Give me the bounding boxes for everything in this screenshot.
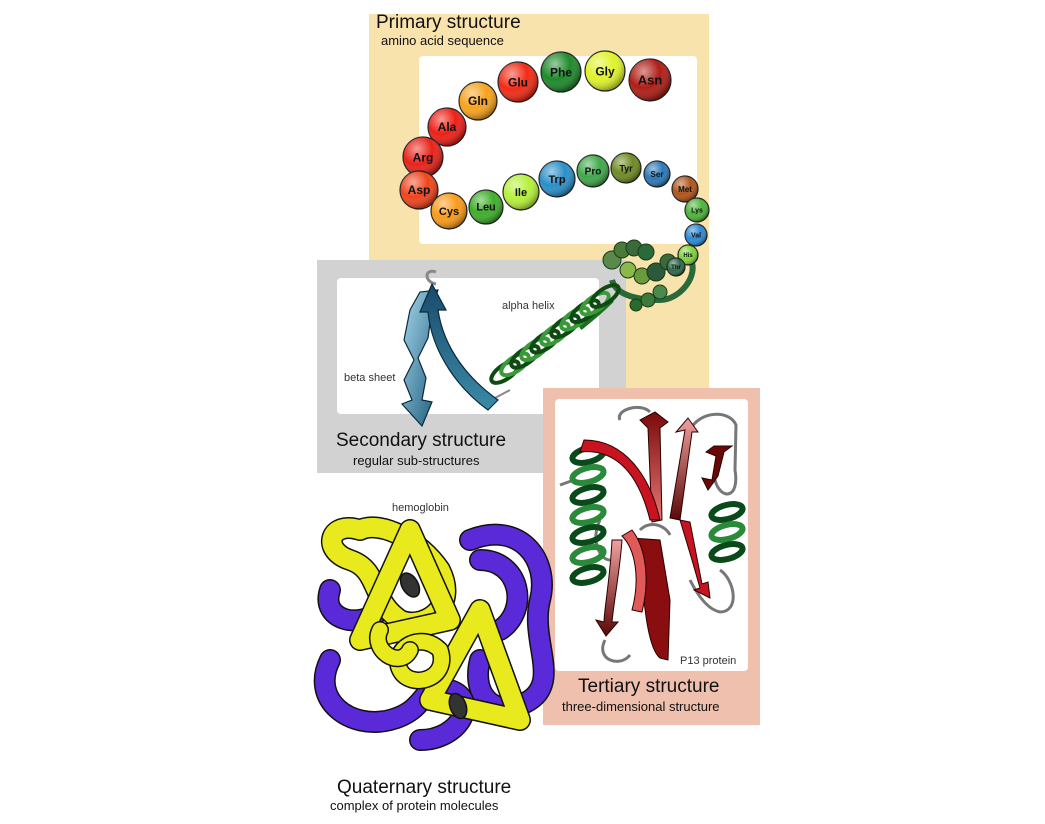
- helix-turn: [589, 283, 621, 309]
- tertiary-helix-turn: [708, 501, 746, 523]
- tertiary-helix-turn: [708, 521, 746, 543]
- tertiary-helix-turn: [569, 524, 607, 546]
- residue-label: Asn: [638, 73, 663, 88]
- secondary-title: Secondary structure: [336, 430, 507, 451]
- residue-label: Phe: [550, 65, 572, 79]
- unfolding-chain-beads: [602, 239, 677, 312]
- residue-glu: Glu: [497, 61, 539, 103]
- residue-label: Ser: [651, 170, 664, 179]
- tertiary-helix-turn: [569, 464, 607, 486]
- primary-title: Primary structure: [376, 12, 521, 33]
- quaternary-subtitle: complex of protein molecules: [330, 798, 499, 813]
- hemoglobin-label: hemoglobin: [392, 502, 449, 514]
- residue-gln: Gln: [458, 81, 498, 121]
- residue-label: Pro: [585, 167, 602, 178]
- secondary-subtitle: regular sub-structures: [353, 453, 480, 468]
- beta-sheet: [400, 269, 499, 428]
- residue-label: Val: [691, 232, 701, 239]
- residue-label: His: [683, 253, 693, 259]
- residue-label: Arg: [413, 150, 434, 164]
- residue-his: His: [677, 244, 699, 266]
- residue-leu: Leu: [468, 189, 504, 225]
- residue-thr: Thr: [666, 257, 686, 277]
- residue-phe: Phe: [540, 51, 582, 93]
- residue-label: Lys: [691, 208, 703, 215]
- residue-trp: Trp: [538, 160, 576, 198]
- residue-label: Ile: [515, 187, 527, 199]
- residue-gly: Gly: [584, 50, 626, 92]
- quaternary-title: Quaternary structure: [337, 777, 511, 798]
- tertiary-helix-turn: [708, 541, 746, 563]
- alpha-helix: [489, 283, 621, 399]
- alpha-helix-label: alpha helix: [502, 300, 555, 312]
- p13-protein-label: P13 protein: [680, 655, 736, 667]
- residue-val: Val: [684, 223, 708, 247]
- residue-label: Met: [678, 185, 692, 194]
- residue-cys: Cys: [430, 192, 468, 230]
- residue-met: Met: [671, 175, 699, 203]
- residue-label: Gln: [468, 94, 488, 108]
- residue-label: Ala: [438, 120, 457, 134]
- residue-asn: Asn: [628, 58, 672, 102]
- beta-sheet-label: beta sheet: [344, 372, 395, 384]
- primary-subtitle: amino acid sequence: [381, 33, 504, 48]
- residue-label: Cys: [439, 206, 459, 218]
- residue-label: Glu: [508, 75, 528, 89]
- residue-ser: Ser: [643, 160, 671, 188]
- residue-lys: Lys: [684, 197, 710, 223]
- tertiary-subtitle: three-dimensional structure: [562, 699, 720, 714]
- residue-label: Trp: [548, 174, 565, 186]
- tertiary-helix-turn: [569, 504, 607, 526]
- tertiary-helix-turn: [569, 484, 607, 506]
- residue-label: Leu: [476, 202, 496, 214]
- residue-label: Gly: [595, 64, 615, 78]
- residue-tyr: Tyr: [610, 152, 642, 184]
- tertiary-title: Tertiary structure: [578, 676, 720, 697]
- residue-arg: Arg: [402, 136, 444, 178]
- hemoglobin-model: [313, 516, 555, 751]
- residue-pro: Pro: [576, 154, 610, 188]
- residue-label: Tyr: [619, 163, 633, 173]
- tertiary-helix-turn: [569, 544, 607, 566]
- tertiary-helix-turn: [569, 564, 607, 586]
- residue-ala: Ala: [427, 107, 467, 147]
- residue-ile: Ile: [502, 173, 540, 211]
- residue-label: Thr: [671, 265, 681, 271]
- secondary-structure-panel: Secondary structure regular sub-structur…: [317, 260, 626, 473]
- p13-protein-model: [559, 406, 746, 663]
- residue-asp: Asp: [399, 170, 439, 210]
- residue-label: Asp: [408, 183, 431, 197]
